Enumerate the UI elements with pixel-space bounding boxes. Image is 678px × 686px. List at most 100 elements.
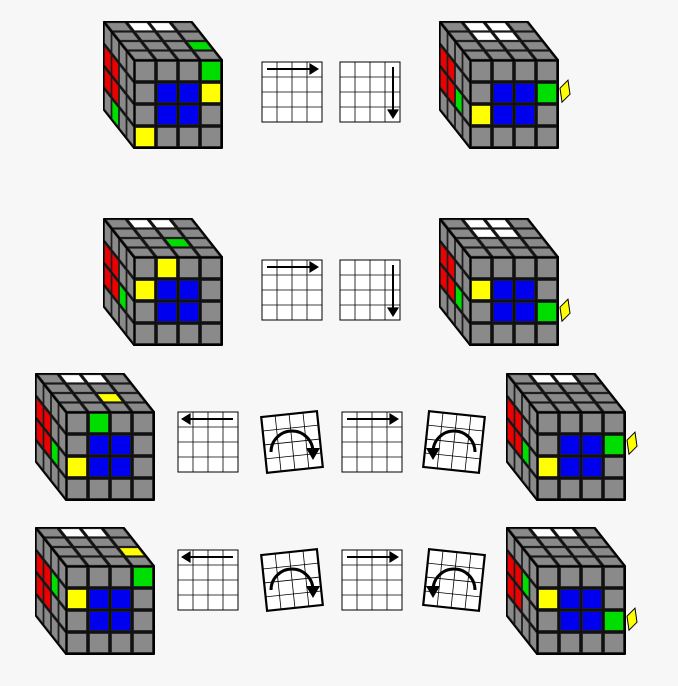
front-face-sticker [133,479,153,499]
left-face-sticker [522,416,530,445]
front-face-sticker [89,457,109,477]
left-face-sticker [529,426,537,455]
move-grid-line [302,550,310,607]
front-face-sticker [89,479,109,499]
front-face-sticker [157,127,177,147]
left-face-sticker [126,118,134,147]
front-face-sticker [604,633,624,653]
top-face-sticker [530,528,557,538]
top-face-sticker [120,238,147,248]
move-slice-right [261,61,323,123]
top-face-sticker [449,228,476,238]
left-face-sticker [119,261,127,290]
left-face-sticker [126,96,134,125]
left-face-sticker [126,293,134,322]
left-face-sticker [514,407,522,436]
top-face-sticker [597,402,624,412]
rotation-arrow [431,429,477,453]
left-face-sticker [447,55,455,84]
move-grid-line [302,412,310,469]
front-face-sticker [538,457,558,477]
left-face-sticker [507,441,515,470]
front-face-sticker [560,457,580,477]
front-face-sticker [493,105,513,125]
top-face-sticker [104,402,131,412]
top-face-sticker [574,528,601,538]
top-face-sticker [157,228,184,238]
front-face-sticker [67,567,87,587]
left-face-sticker [58,602,66,631]
top-face-sticker [523,393,550,403]
left-face-sticker [462,74,470,103]
top-face-sticker [105,219,132,229]
top-face-sticker [560,383,587,393]
top-face-sticker [126,402,153,412]
front-face-sticker [133,633,153,653]
left-face-sticker [51,460,59,489]
front-face-sticker [133,457,153,477]
left-face-sticker [522,438,530,467]
top-face-sticker [456,41,483,51]
left-face-sticker [507,397,515,426]
top-face-sticker [508,50,535,60]
front-face-sticker [67,611,87,631]
front-face-sticker [604,413,624,433]
front-face-sticker [111,633,131,653]
top-face-sticker [179,228,206,238]
top-face-sticker [186,41,213,51]
top-face-sticker [67,537,94,547]
front-face-sticker [157,105,177,125]
left-face-sticker [104,264,112,293]
front-face-sticker [493,61,513,81]
front-face-sticker [179,83,199,103]
left-face-sticker [43,605,51,634]
left-face-sticker [43,561,51,590]
top-face-sticker [485,219,512,229]
top-face-sticker [164,238,191,248]
left-face-sticker [514,561,522,590]
left-face-sticker [529,602,537,631]
top-face-sticker [522,238,549,248]
top-face-sticker [81,528,108,538]
move-rotate-cw [260,410,324,474]
left-face-sticker [111,77,119,106]
front-face-sticker [201,83,221,103]
front-face-sticker [135,258,155,278]
front-face-sticker [179,127,199,147]
top-face-sticker [515,31,542,41]
left-face-sticker [36,419,44,448]
left-face-sticker [111,252,119,281]
top-face-sticker [164,41,191,51]
left-face-sticker [455,261,463,290]
rotation-arrow [269,429,315,453]
front-face-sticker [537,280,557,300]
front-face-sticker [604,611,624,631]
arrow-head [426,586,440,598]
cube-before-1 [103,21,223,149]
top-face-sticker [589,393,616,403]
top-face-sticker [52,393,79,403]
top-face-sticker [135,31,162,41]
left-face-sticker [104,286,112,315]
front-face-sticker [89,589,109,609]
top-face-plate [35,373,155,413]
front-face-sticker [471,258,491,278]
top-face-sticker [96,547,123,557]
top-face-sticker [45,537,72,547]
left-face-sticker [58,624,66,653]
top-face-sticker [171,22,198,32]
top-face-sticker [485,22,512,32]
top-face-sticker [60,402,87,412]
front-face-sticker [471,280,491,300]
left-face-sticker [447,77,455,106]
front-face-sticker [111,479,131,499]
front-face-sticker [135,127,155,147]
move-slice-left [177,549,239,611]
top-face-sticker [463,219,490,229]
tilted-face [422,410,486,474]
top-face-sticker [545,393,572,403]
top-face-sticker [567,547,594,557]
front-face-sticker [515,61,535,81]
top-face-sticker [575,402,602,412]
top-face-sticker [60,556,87,566]
